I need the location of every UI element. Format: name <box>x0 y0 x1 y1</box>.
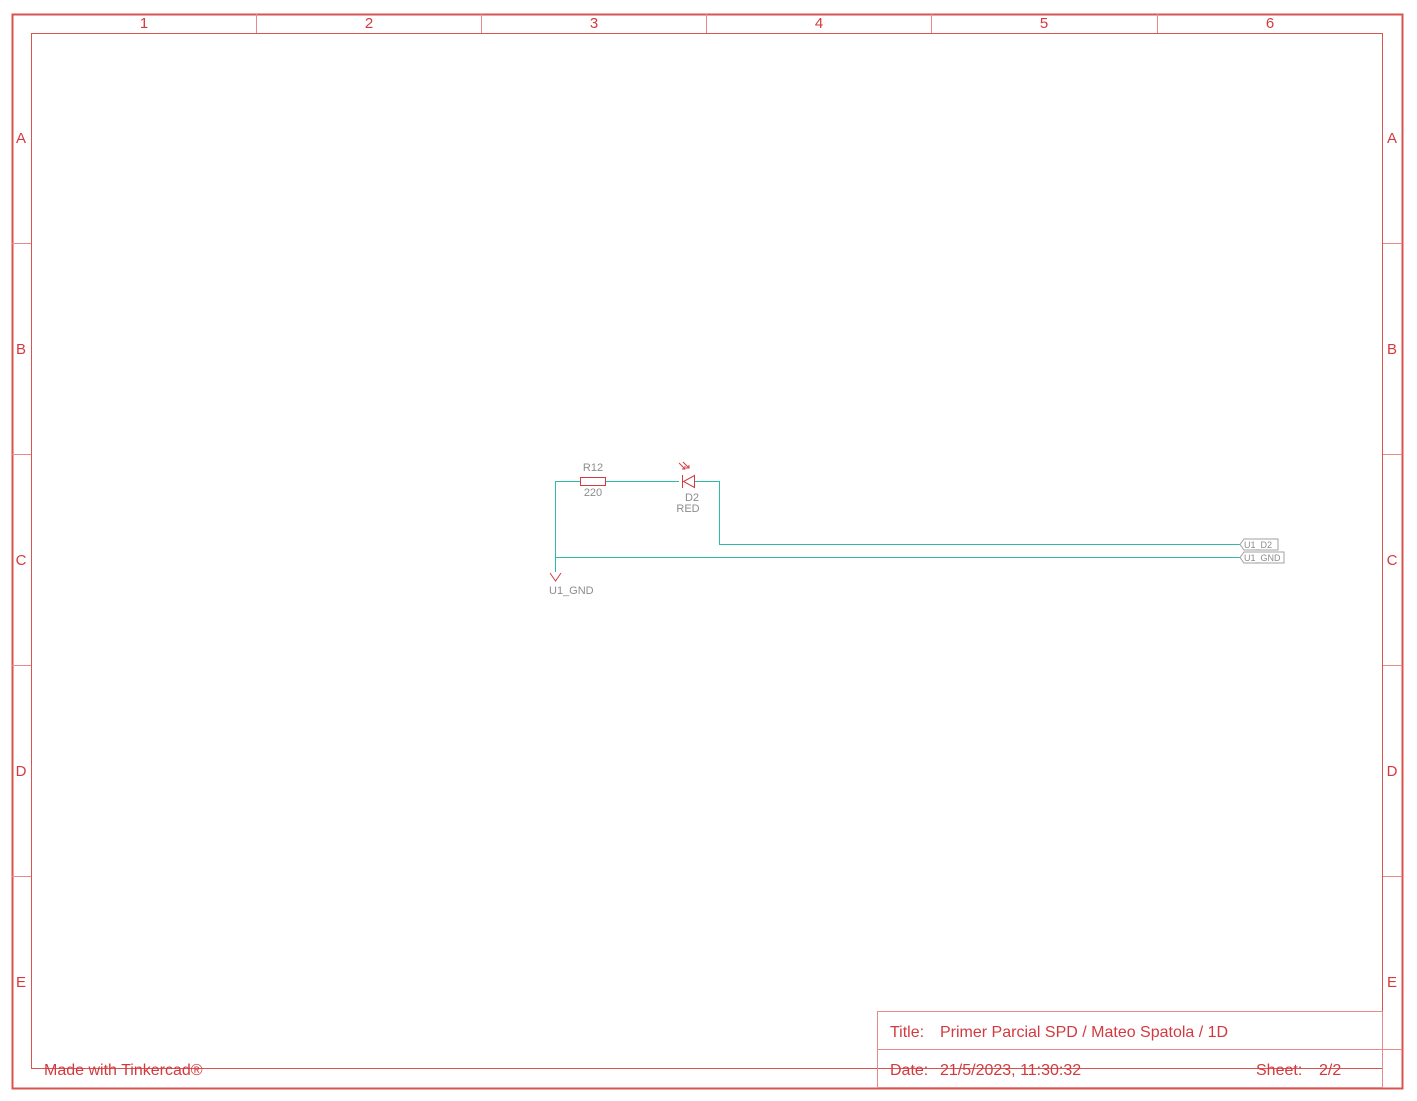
led-ref: D2 <box>685 492 699 504</box>
resistor-body <box>580 477 606 486</box>
port-shape <box>1239 538 1279 551</box>
row-label: E <box>16 974 26 991</box>
port-shape <box>1239 551 1285 564</box>
date-label: Date: <box>890 1062 928 1079</box>
led-triangle <box>682 474 695 489</box>
row-label: D <box>1387 763 1398 780</box>
ground-arrow-icon <box>549 572 562 582</box>
column-label: 1 <box>140 15 148 32</box>
port-label: U1_D2 <box>1244 540 1272 550</box>
port-u1-d2[interactable]: U1_D2 <box>1239 538 1279 551</box>
column-dividers <box>256 14 1158 33</box>
row-labels-right: A B C D E <box>1387 130 1398 991</box>
row-label: A <box>16 130 26 147</box>
row-labels-left: A B C D E <box>16 130 27 991</box>
column-labels: 1 2 3 4 5 6 <box>140 15 1274 32</box>
led-value: RED <box>676 503 699 515</box>
row-label: A <box>1387 130 1397 147</box>
wire-led-to-port-d2 <box>695 481 1240 545</box>
row-label: B <box>1387 341 1397 358</box>
column-label: 3 <box>590 15 598 32</box>
ground-symbol[interactable]: U1_GND <box>549 572 594 597</box>
column-label: 2 <box>365 15 373 32</box>
wires <box>555 481 1240 572</box>
led-light-arrows-icon <box>678 461 690 470</box>
column-label: 4 <box>815 15 823 32</box>
row-label: B <box>16 341 26 358</box>
column-label: 5 <box>1040 15 1048 32</box>
row-label: C <box>16 552 27 569</box>
title-block: Title: Primer Parcial SPD / Mateo Spatol… <box>877 1011 1402 1088</box>
title-label: Title: <box>890 1024 924 1041</box>
outer-frame <box>11 13 1404 1090</box>
date-value: 21/5/2023, 11:30:32 <box>940 1062 1081 1079</box>
resistor-r12[interactable]: R12 220 <box>580 462 606 499</box>
row-label: E <box>1387 974 1397 991</box>
inner-frame <box>31 33 1383 1069</box>
port-label: U1_GND <box>1244 553 1281 563</box>
title-value: Primer Parcial SPD / Mateo Spatola / 1D <box>940 1024 1228 1041</box>
resistor-ref: R12 <box>583 462 603 474</box>
column-label: 6 <box>1266 15 1274 32</box>
sheet-value: 2/2 <box>1319 1062 1341 1079</box>
ground-label: U1_GND <box>549 585 594 597</box>
led-d2[interactable]: D2 RED <box>676 461 700 515</box>
row-label: C <box>1387 552 1398 569</box>
row-label: D <box>16 763 27 780</box>
wire-left-loop <box>555 481 580 572</box>
sheet-label: Sheet: <box>1256 1062 1302 1079</box>
port-u1-gnd[interactable]: U1_GND <box>1239 551 1285 564</box>
resistor-value: 220 <box>584 487 602 499</box>
row-dividers <box>12 243 1402 877</box>
made-with-credit: Made with Tinkercad® <box>44 1062 203 1079</box>
